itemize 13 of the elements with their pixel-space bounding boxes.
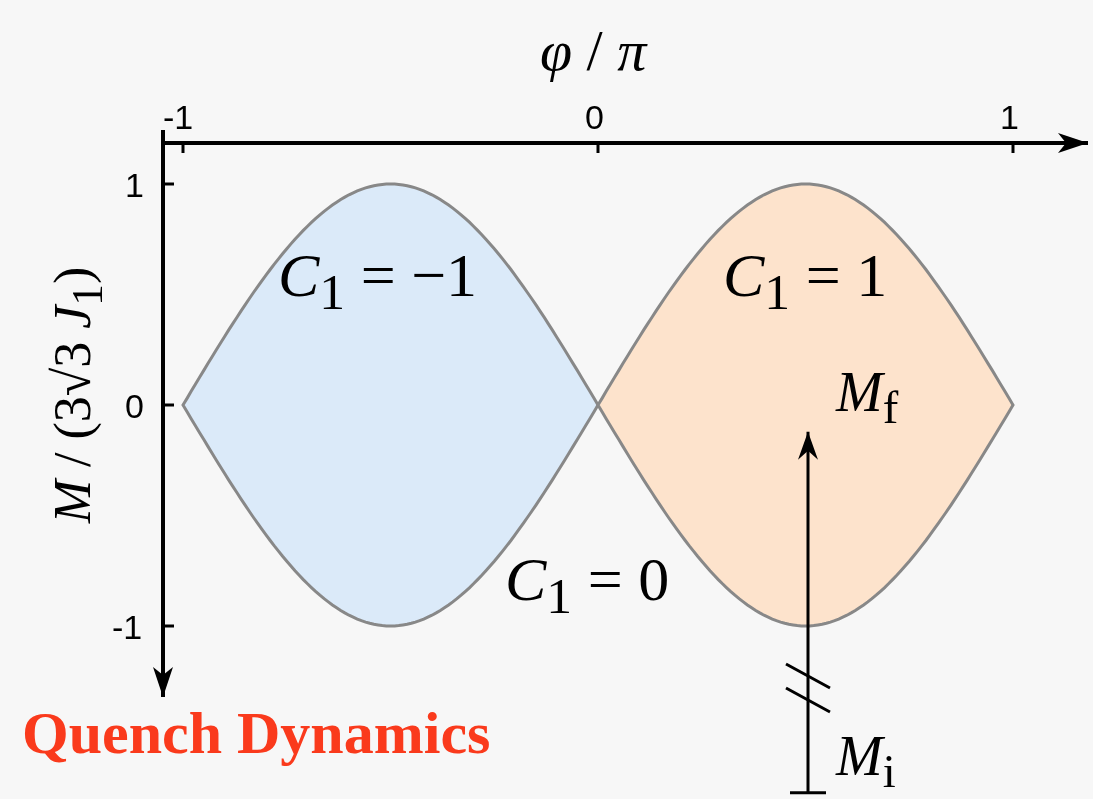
tick-label: -1 <box>163 100 194 134</box>
tick-label: 0 <box>585 100 604 134</box>
quantity-label: M$_{i}$ <box>836 728 896 795</box>
arrow <box>788 431 828 795</box>
tick-label: 1 <box>1000 100 1019 134</box>
quantity-label: M$_{f}$ <box>836 364 899 431</box>
phase-label: C$_{1}$ = 1 <box>723 244 888 319</box>
phase-label: C$_{1}$ = −1 <box>278 244 478 319</box>
tick-label: 0 <box>125 389 144 423</box>
tick-label: 1 <box>125 168 144 202</box>
phase-label: C$_{1}$ = 0 <box>505 548 670 623</box>
axis-title: φ / π <box>540 22 647 80</box>
tick-label: -1 <box>112 610 143 644</box>
